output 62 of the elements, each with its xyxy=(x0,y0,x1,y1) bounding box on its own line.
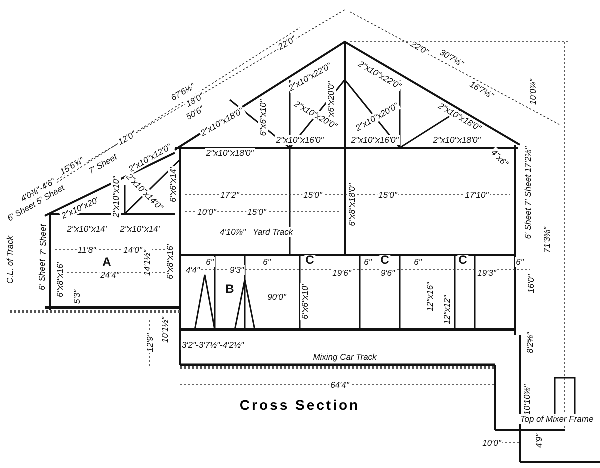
timber-size-label: 2"x10"x14' xyxy=(119,224,161,234)
timber-size-label: 6"x8"x18'0" xyxy=(347,182,357,228)
dimension-label: 4'9" xyxy=(534,432,544,450)
dimension-label: 9'3" xyxy=(228,265,246,275)
dimension-label: 4'10⅞" xyxy=(219,227,247,237)
dimension-label: 6" xyxy=(515,257,525,267)
dimension-label: 12'9" xyxy=(145,332,155,354)
dimension-label: 4'4" xyxy=(184,265,202,275)
dimension-label: 17'2" xyxy=(220,190,240,200)
drawing-caption: Cross Section xyxy=(240,397,360,413)
dimension-label: 64'4" xyxy=(330,380,350,390)
dimension-label: 19'6" xyxy=(332,268,352,278)
dimension-label: 14'1½" xyxy=(142,249,152,277)
timber-size-label: 2"x10"x16'0" xyxy=(275,135,325,145)
dimension-label: 19'3" xyxy=(476,268,498,278)
dimension-label: 6" xyxy=(413,257,423,267)
dimension-label: 10'0" xyxy=(482,438,502,448)
note-label: C.L. of Track xyxy=(5,234,15,286)
dimension-label: 90'0" xyxy=(266,292,288,302)
dimension-label: 8'2⅝" xyxy=(525,331,535,355)
timber-size-label: 2"x10"x16'0" xyxy=(350,135,400,145)
room-letter: B xyxy=(224,284,236,294)
timber-size-label: 2"x10"x18'0" xyxy=(432,135,482,145)
room-letter: C xyxy=(380,255,390,265)
dimension-label: 11'8" xyxy=(76,245,98,255)
dimension-label: 15'0" xyxy=(246,207,268,217)
dimension-label: 10'0¾" xyxy=(528,78,538,106)
dimension-label: 15'0" xyxy=(378,190,398,200)
note-label: Top of Mixer Frame xyxy=(519,414,595,424)
dimension-label: 3'2"-3'7½"-4'2½" xyxy=(180,340,246,350)
dimension-label: 10'0" xyxy=(196,207,218,217)
note-label: Mixing Car Track xyxy=(312,352,378,362)
timber-size-label: 6"x8"x16' xyxy=(165,243,175,281)
note-label: 6' Sheet 7' Sheet 17'2⅛" xyxy=(523,146,533,240)
room-letter: A xyxy=(102,257,112,267)
note-label: 6' Sheet xyxy=(37,258,47,292)
timber-size-label: 6"x6"x14' xyxy=(168,166,178,204)
dimension-label: 10'10⅜" xyxy=(522,384,532,416)
dimension-label: 6" xyxy=(262,257,272,267)
dimension-label: 15'0" xyxy=(302,190,324,200)
timber-size-label: 2"x10"x18'0" xyxy=(205,148,255,158)
dimension-label: 14'0" xyxy=(122,245,144,255)
timber-size-label: 6"x6"x10' xyxy=(300,283,310,321)
dimension-label: 17'10" xyxy=(464,190,490,200)
room-letter: C xyxy=(458,255,468,265)
dimension-label: 71'3⅜" xyxy=(542,226,552,254)
timber-size-label: 12"x16" xyxy=(425,281,435,313)
timber-size-label: 6"x8"x16' xyxy=(55,261,65,299)
dimension-label: 24'4" xyxy=(100,270,120,280)
note-label: Yard Track xyxy=(252,227,294,237)
dimension-label: 10'1½" xyxy=(160,316,170,344)
dimension-label: 16'0" xyxy=(526,274,536,294)
timber-size-label: 2"x10"x10" xyxy=(111,175,121,219)
note-label: 7' Sheet xyxy=(38,224,48,256)
dimension-label: 5'3" xyxy=(72,288,82,306)
timber-size-label: 6"x6"x10" xyxy=(258,98,268,138)
timber-size-label: 2"x10"x14' xyxy=(66,224,108,234)
timber-size-label: 12"x12" xyxy=(442,294,452,326)
room-letter: C xyxy=(304,255,316,265)
dimension-label: 6" xyxy=(205,257,215,267)
dimension-label: 6" xyxy=(363,257,373,267)
dimension-label: 9'6" xyxy=(380,268,396,278)
